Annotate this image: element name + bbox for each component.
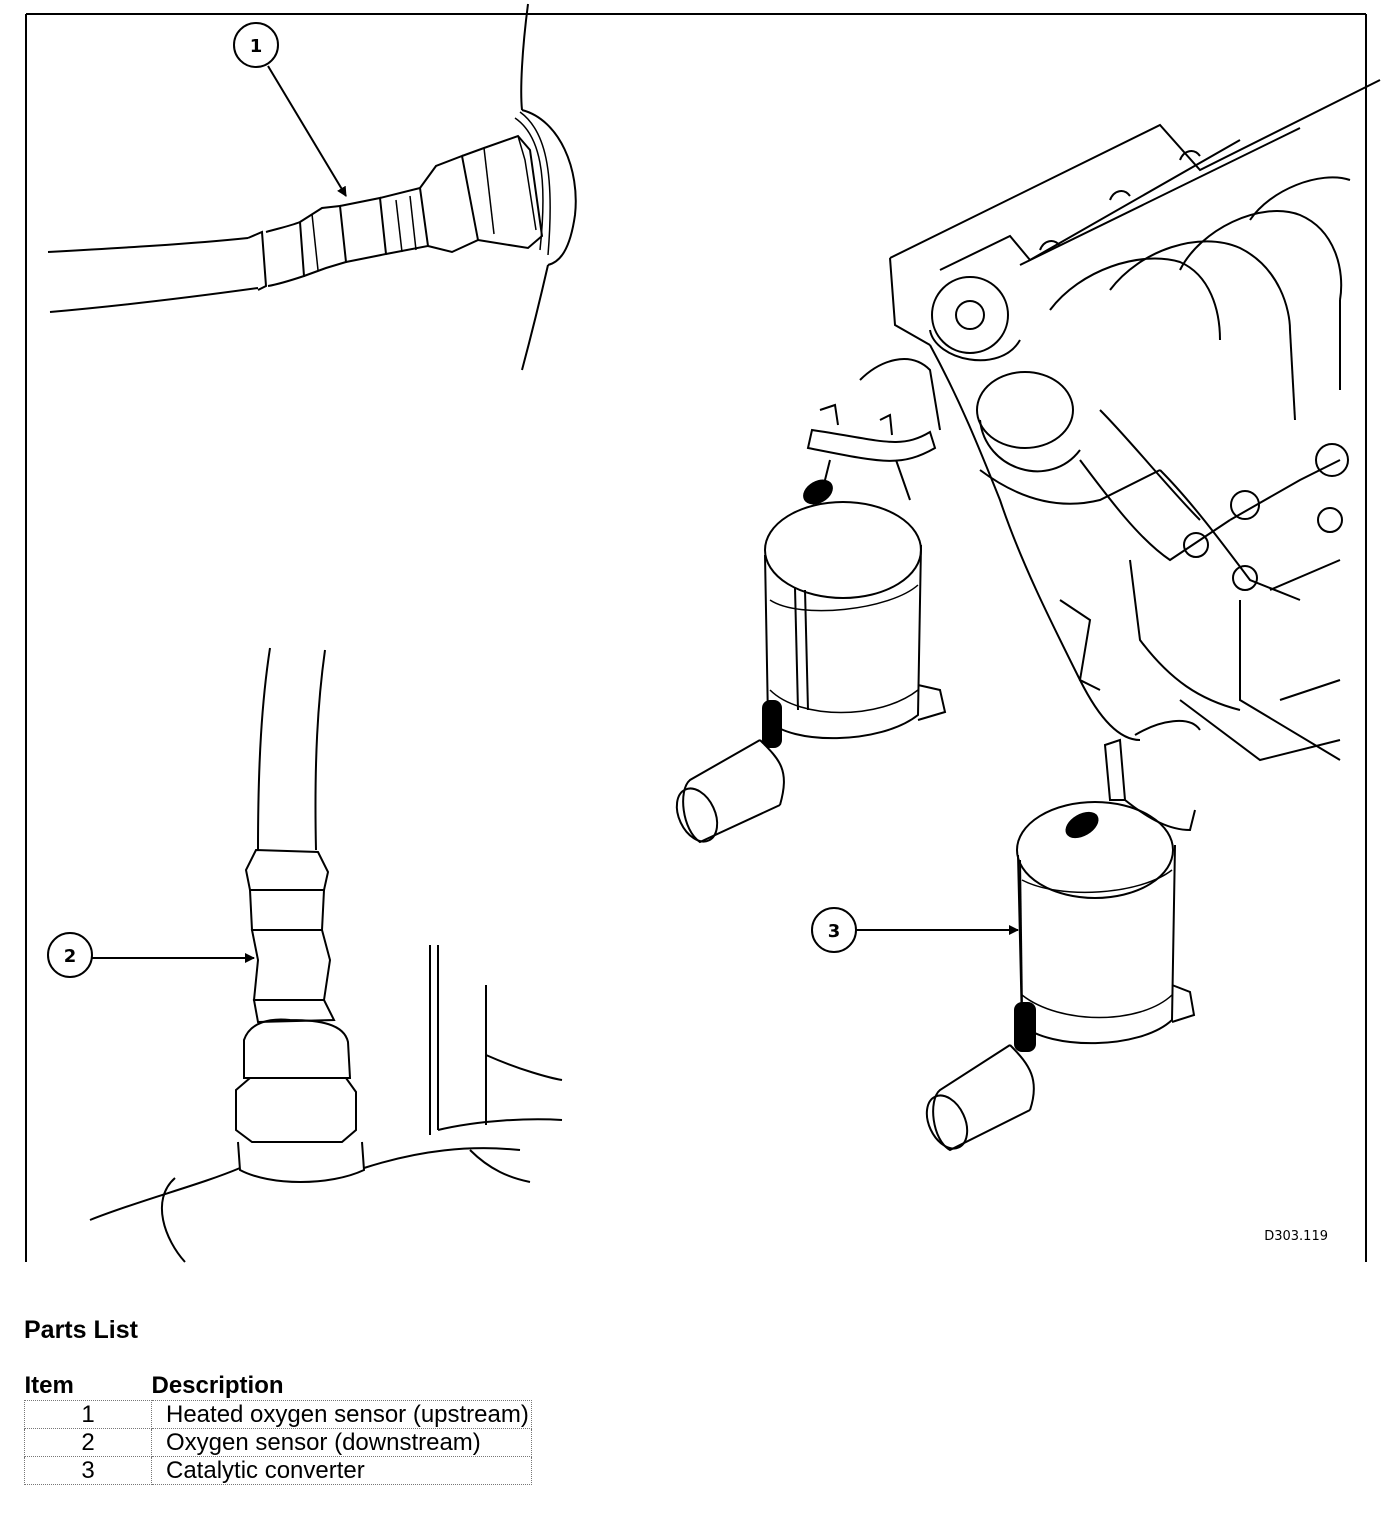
- callout-3: 3: [811, 907, 1019, 953]
- parts-list-row: 1 Heated oxygen sensor (upstream): [24, 1400, 532, 1429]
- parts-list-row: 3 Catalytic converter: [24, 1456, 532, 1485]
- svg-text:1: 1: [250, 36, 263, 57]
- item-description: Catalytic converter: [151, 1456, 532, 1485]
- svg-text:3: 3: [828, 921, 841, 942]
- parts-list-row: 2 Oxygen sensor (downstream): [24, 1428, 532, 1457]
- item-column-header: Item: [24, 1372, 74, 1399]
- engine-converter-detail: [675, 79, 1381, 1152]
- callout-1: 1: [233, 22, 347, 197]
- callout-2: 2: [47, 932, 255, 978]
- downstream-sensor-detail: [89, 647, 563, 1263]
- figure-code: D303.119: [1264, 1229, 1328, 1244]
- svg-text:2: 2: [64, 946, 77, 967]
- upstream-sensor-detail: [47, 3, 577, 371]
- item-number: 3: [24, 1456, 152, 1485]
- item-description: Oxygen sensor (downstream): [151, 1428, 532, 1457]
- item-number: 2: [24, 1428, 152, 1457]
- parts-list-title: Parts List: [24, 1316, 138, 1344]
- description-column-header: Description: [151, 1372, 284, 1399]
- parts-list-header-row: Item Description: [25, 1372, 532, 1401]
- item-number: 1: [24, 1400, 152, 1429]
- item-description: Heated oxygen sensor (upstream): [151, 1400, 532, 1429]
- figure-frame: [25, 13, 1367, 1262]
- sensor-location-illustration: 1 2 3 D303.119: [25, 3, 1381, 1263]
- parts-list-table: Item Description 1 Heated oxygen sensor …: [24, 1372, 532, 1485]
- sensor-mounts: [762, 479, 1099, 1052]
